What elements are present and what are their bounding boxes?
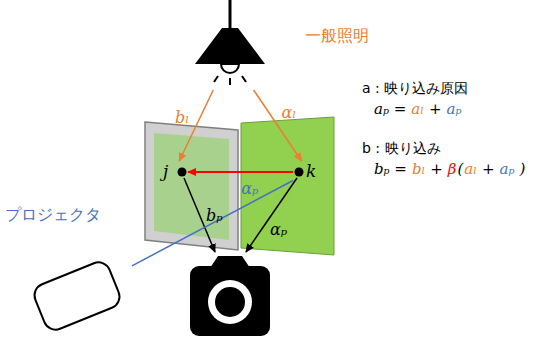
edge-label: bₗ <box>175 108 189 127</box>
left-panel-surface <box>154 133 229 240</box>
formula-term: ) <box>519 160 525 178</box>
light-ray <box>214 76 218 82</box>
edge-label: αₗ <box>281 103 296 122</box>
point-dot <box>178 168 187 177</box>
lamp-cord <box>229 0 232 30</box>
projector-outline <box>22 250 132 340</box>
formula-term: β <box>448 160 457 178</box>
node-label: j <box>163 161 168 181</box>
node-label: 一般照明 <box>305 26 369 47</box>
node-label: k <box>306 161 316 181</box>
formula-term: + <box>482 160 495 178</box>
lamp-bulb <box>221 64 239 73</box>
camera-lens <box>215 287 245 317</box>
formula-term: aₚ = <box>374 100 406 118</box>
formula-term: aₚ <box>446 100 461 118</box>
formula-line: aₚ = aₗ +aₚ <box>374 100 466 118</box>
lamp-shade <box>195 28 265 64</box>
camera-lens-ring <box>208 280 252 324</box>
node-label: プロジェクタ <box>5 205 101 226</box>
projector-node: プロジェクタ <box>22 250 132 340</box>
formula-term: + <box>430 160 443 178</box>
light-ray <box>229 78 231 85</box>
formula-term: ( <box>457 160 463 178</box>
light-path <box>132 180 293 265</box>
light-path <box>254 90 302 161</box>
formula-term: bₗ <box>412 160 425 178</box>
formula-term: aₚ <box>499 160 514 178</box>
light-ray <box>242 76 246 82</box>
light-path <box>188 171 293 173</box>
camera-body <box>190 266 270 336</box>
projector-body <box>31 259 123 333</box>
edge-label: αₚ <box>241 179 258 198</box>
legend-note: a : 映り込み原因 <box>362 80 468 98</box>
point-node: k <box>293 161 325 183</box>
formula-term: aₗ <box>411 100 424 118</box>
legend-note: b : 映り込み <box>362 140 441 158</box>
formula-term: + <box>429 100 442 118</box>
signal-label: αₚ <box>270 220 287 239</box>
signal-label: bₚ <box>206 206 223 225</box>
point-dot <box>295 168 304 177</box>
formula-term: aₗ <box>464 160 477 178</box>
right-panel <box>241 117 334 255</box>
formula-term: bₚ = <box>374 160 407 178</box>
lamp-node: 一般照明 <box>195 20 265 90</box>
formula-line: bₚ =bₗ+β(aₗ+aₚ) <box>374 160 530 178</box>
left-panel-frame <box>145 122 238 250</box>
point-node: j <box>160 161 188 183</box>
